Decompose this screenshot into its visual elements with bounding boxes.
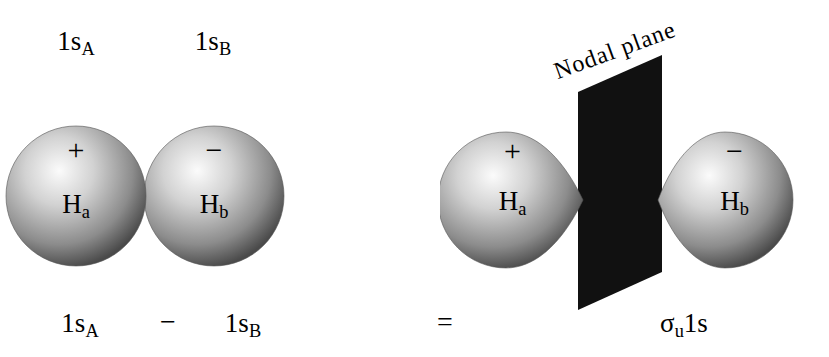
atom-sphere: + Ha <box>5 125 147 267</box>
nodal-plane <box>578 55 662 310</box>
atom-label: Ha <box>5 191 147 222</box>
phase-sign: − <box>143 135 285 165</box>
orbital-label: 1sB <box>195 28 231 59</box>
atom-label: Ha <box>440 188 585 219</box>
equation-operator: − <box>160 308 176 336</box>
orbital-label: 1sA <box>57 28 94 59</box>
orbital-lobe: −Hb <box>650 130 795 270</box>
atom-sphere: − Hb <box>143 125 285 267</box>
equation-operator: = <box>437 308 453 336</box>
phase-sign: + <box>5 135 147 165</box>
equation-term: 1sB <box>225 310 261 341</box>
atom-label: Hb <box>143 191 285 222</box>
phase-sign: − <box>662 136 807 166</box>
atom-label: Hb <box>662 188 807 219</box>
equation-term: 1sA <box>61 310 98 341</box>
orbital-lobe: + Ha <box>440 130 585 270</box>
phase-sign: + <box>440 136 585 166</box>
equation-result: σu1s <box>660 310 708 341</box>
